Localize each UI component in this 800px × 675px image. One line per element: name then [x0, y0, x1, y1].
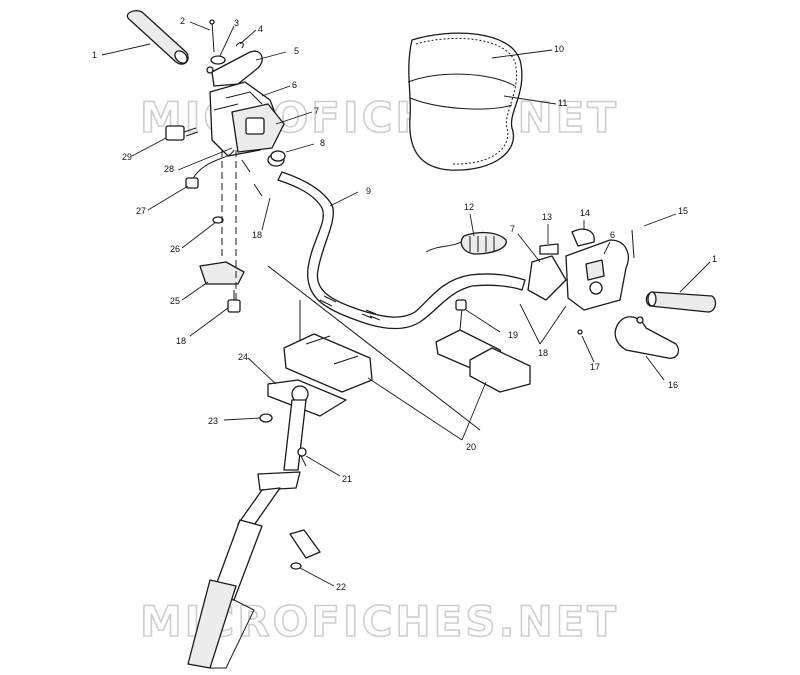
- callout-21: 21: [342, 474, 352, 484]
- callout-18-b: 18: [176, 336, 186, 346]
- callout-18-c: 18: [538, 348, 548, 358]
- callout-5: 5: [294, 46, 299, 56]
- callout-6: 6: [292, 80, 297, 90]
- callout-18-a: 18: [252, 230, 262, 240]
- callout-1-right: 1: [712, 254, 717, 264]
- callout-10: 10: [554, 44, 564, 54]
- right-grip: [645, 291, 717, 313]
- callout-17: 17: [590, 362, 600, 372]
- callout-7: 7: [314, 106, 319, 116]
- wiring-parts: [425, 228, 595, 255]
- top-hardware: [209, 19, 286, 162]
- callout-16: 16: [668, 380, 678, 390]
- handlebar-clamps: [283, 299, 531, 393]
- callout-27: 27: [136, 206, 146, 216]
- callout-numbers: 1 2 3 4 5 6 7 8 9 10 11 12 13 14 15 1 7 …: [92, 16, 717, 592]
- throttle-lever: [577, 316, 680, 359]
- callout-26: 26: [170, 244, 180, 254]
- callout-2: 2: [180, 16, 185, 26]
- callout-4: 4: [258, 24, 263, 34]
- callout-20: 20: [466, 442, 476, 452]
- callout-19: 19: [508, 330, 518, 340]
- callout-1: 1: [92, 50, 97, 60]
- right-control-housing: [527, 229, 635, 311]
- left-control-housing: [206, 50, 285, 157]
- callout-15: 15: [678, 206, 688, 216]
- callout-leaders: [101, 21, 711, 587]
- callout-8: 8: [320, 138, 325, 148]
- callout-28: 28: [164, 164, 174, 174]
- callout-9: 9: [366, 186, 371, 196]
- steering-column: [187, 379, 347, 669]
- callout-12: 12: [464, 202, 474, 212]
- callout-22: 22: [336, 582, 346, 592]
- callout-13: 13: [542, 212, 552, 222]
- mount-plate: [199, 261, 245, 313]
- callout-7-right: 7: [510, 224, 515, 234]
- callout-3: 3: [234, 18, 239, 28]
- assembly-lines: [221, 150, 481, 431]
- callout-14: 14: [580, 208, 590, 218]
- callout-29: 29: [122, 152, 132, 162]
- callout-6-right: 6: [610, 230, 615, 240]
- callout-24: 24: [238, 352, 248, 362]
- callout-25: 25: [170, 296, 180, 306]
- left-grip: [126, 10, 189, 65]
- handlebar-pad: [407, 32, 523, 171]
- left-small-parts: [165, 125, 263, 224]
- callout-23: 23: [208, 416, 218, 426]
- callout-11: 11: [558, 98, 567, 108]
